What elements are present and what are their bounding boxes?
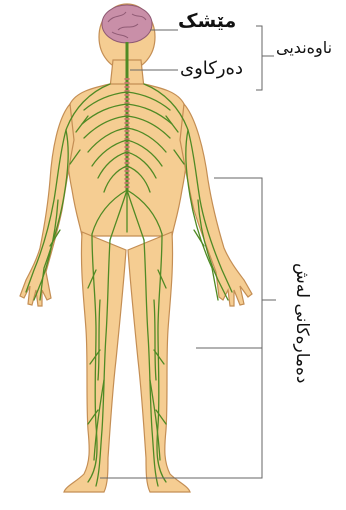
- central-bracket: [256, 26, 274, 90]
- peripheral-nerves-label: دەمارەکانی لەش: [282, 214, 312, 384]
- left-arm: [20, 104, 74, 306]
- central-nervous-system-label: ناوەندیی: [276, 38, 332, 57]
- brain-shape: [102, 5, 152, 43]
- brain-label: مێشک: [178, 10, 236, 32]
- spinal-cord-label: دەرکاوی: [180, 58, 243, 79]
